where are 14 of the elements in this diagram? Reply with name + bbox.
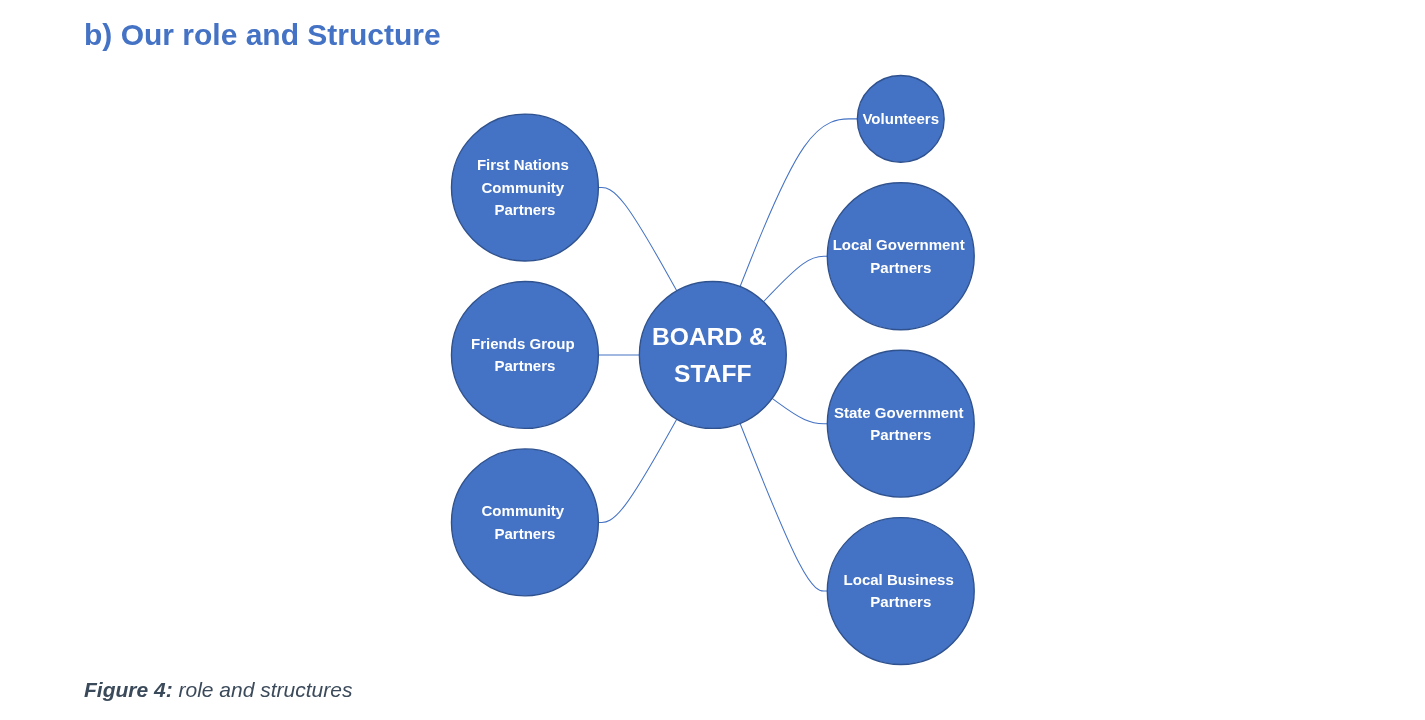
node-circle: Friends Group Partners — [450, 280, 599, 430]
connector — [771, 397, 828, 425]
node-circle: Local Government Partners — [826, 182, 975, 331]
node-circle: Community Partners — [450, 448, 599, 597]
figure-caption: Figure 4: role and structures — [84, 678, 353, 702]
node-circle: Volunteers — [856, 74, 945, 163]
node-circle: BOARD & STAFF — [638, 280, 787, 430]
node-circle: State Government Partners — [826, 349, 975, 498]
node-circle: First Nations Community Partners — [450, 113, 599, 262]
diagram-title: b) Our role and Structure — [84, 18, 441, 52]
connector — [739, 422, 828, 592]
connector — [762, 255, 828, 303]
node-circle: Local Business Partners — [826, 516, 975, 666]
connector — [739, 118, 858, 288]
